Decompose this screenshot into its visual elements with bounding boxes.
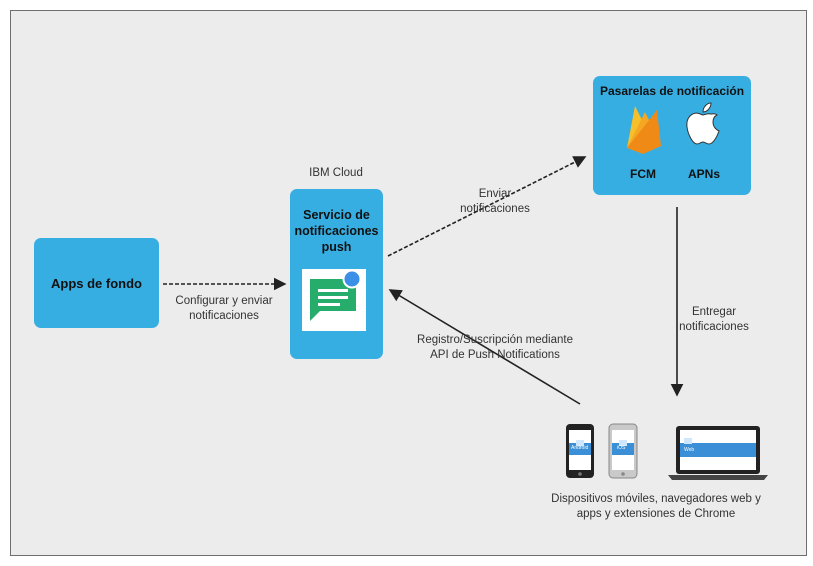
push-title-line1: Servicio de: [303, 208, 370, 222]
devices-caption-line2: apps y extensiones de Chrome: [576, 508, 736, 520]
deliver-label-line1: Entregar: [691, 306, 737, 318]
configure-label-line2: notificaciones: [189, 310, 259, 322]
send-label: Enviar notificaciones: [440, 187, 550, 217]
fcm-label: FCM: [630, 167, 656, 181]
send-label-line2: notificaciones: [460, 203, 530, 215]
register-label-line2: API de Push Notifications: [430, 349, 560, 361]
backend-apps-label: Apps de fondo: [51, 275, 142, 291]
gateways-title: Pasarelas de notificación: [599, 84, 745, 98]
deliver-label-line2: notificaciones: [679, 321, 749, 333]
phone-ios-icon: [608, 423, 638, 479]
notification-badge-icon: [342, 269, 362, 289]
notification-gateways-box: Pasarelas de notificación FCM APNs: [593, 76, 751, 195]
configure-label-line1: Configurar y enviar: [175, 295, 273, 307]
apple-icon: [686, 102, 720, 145]
laptop-label: Web: [684, 447, 695, 453]
register-label-line1: Registro/Suscripción mediante: [417, 334, 573, 346]
register-label: Registro/Suscripción mediante API de Pus…: [392, 333, 598, 363]
devices-caption: Dispositivos móviles, navegadores web y …: [536, 492, 776, 522]
backend-apps-box: Apps de fondo: [34, 238, 159, 328]
arrow-register: [388, 289, 581, 405]
configure-label: Configurar y enviar notificaciones: [163, 294, 285, 324]
phone-android-icon: [566, 424, 594, 478]
devices-caption-line1: Dispositivos móviles, navegadores web y: [551, 493, 761, 505]
cloud-label: IBM Cloud: [309, 167, 363, 179]
laptop-icon: [668, 426, 768, 480]
apns-label: APNs: [688, 167, 721, 181]
phone-ios-label: iOS: [617, 445, 626, 451]
push-service-box: Servicio de notificaciones push: [290, 189, 383, 359]
arrow-send: [387, 156, 587, 257]
firebase-icon: [627, 106, 661, 154]
push-title-line2: notificaciones: [294, 224, 379, 238]
phone-android-label: Android: [571, 445, 589, 451]
deliver-label: Entregar notificaciones: [664, 305, 764, 335]
push-service-title: Servicio de notificaciones push: [290, 207, 383, 255]
push-title-line3: push: [321, 240, 352, 254]
send-label-line1: Enviar: [478, 188, 512, 200]
